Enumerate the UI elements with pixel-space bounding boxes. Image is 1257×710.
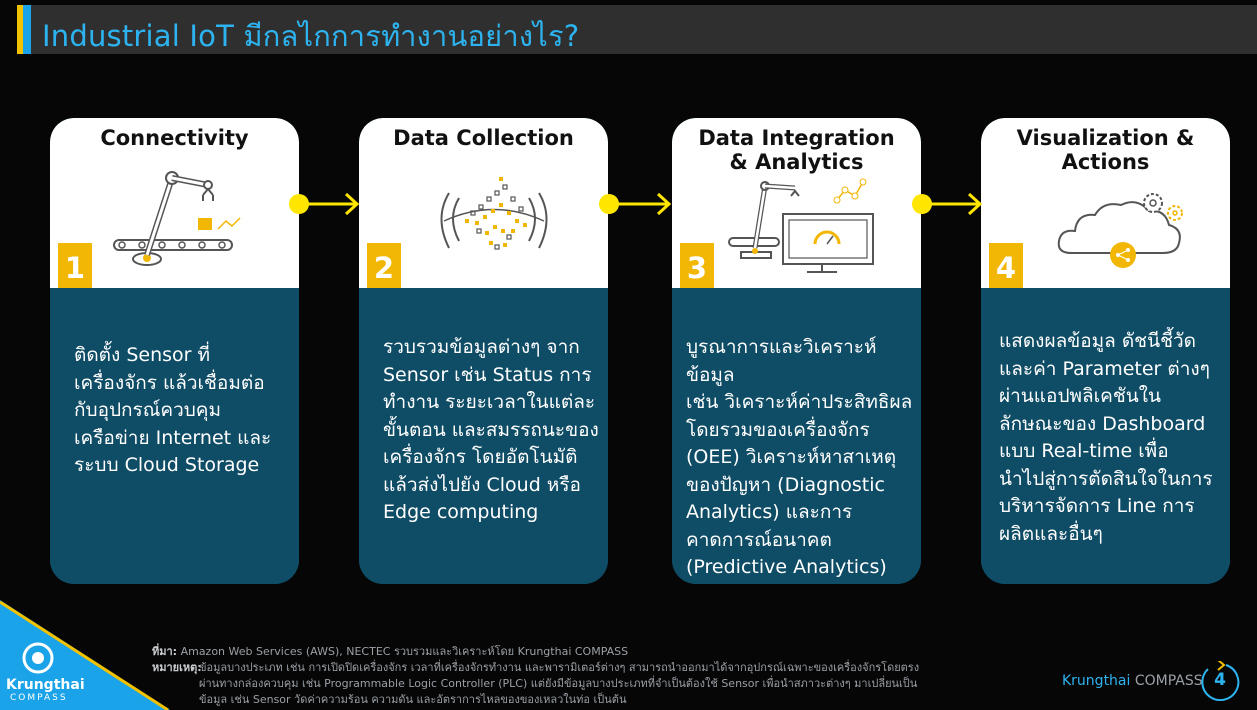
title-accent-blue	[23, 5, 31, 54]
card-header: Visualization & Actions 4	[981, 118, 1230, 288]
step-number-badge: 4	[989, 243, 1023, 288]
card-title: Connectivity	[100, 126, 249, 150]
card-body: บูรณาการและวิเคราะห์ข้อมูล เช่น วิเคราะห…	[672, 288, 921, 584]
card-title: Data Integration & Analytics	[698, 126, 895, 174]
step-card-visualization: Visualization & Actions 4 แสดงผลข้อมูล ด…	[981, 118, 1230, 584]
title-accent-yellow	[17, 5, 23, 54]
card-body: ติดตั้ง Sensor ที่ เครื่องจักร แล้วเชื่อ…	[50, 288, 299, 584]
card-header: Connectivity	[50, 118, 299, 288]
data-points-globe-icon	[419, 163, 569, 277]
connector-arrow-3	[912, 192, 983, 216]
card-body: รวบรวมข้อมูลต่างๆ จาก Sensor เช่น Status…	[359, 288, 608, 584]
brand-name-part1: Krungthai	[1062, 673, 1131, 689]
card-header: Data Collection	[359, 118, 608, 288]
title-bar: Industrial IoT มีกลไกการทำงานอย่างไร?	[17, 5, 1257, 54]
page-indicator-circle	[1201, 661, 1240, 701]
robot-arm-conveyor-icon	[100, 163, 260, 277]
logo-wordmark: Krungthai	[6, 677, 85, 693]
step-number-badge: 3	[680, 243, 714, 288]
step-description: แสดงผลข้อมูล ดัชนีชี้วัด และค่า Paramete…	[999, 330, 1213, 545]
step-card-data-integration: Data Integration & Analytics	[672, 118, 921, 584]
note-text: ข้อมูลบางประเภท เช่น การเปิดปิดเครื่องจั…	[199, 661, 920, 706]
page-title: Industrial IoT มีกลไกการทำงานอย่างไร?	[42, 19, 580, 53]
connector-arrow-1	[289, 192, 360, 216]
source-note: ที่มา: Amazon Web Services (AWS), NECTEC…	[152, 645, 1012, 658]
brand-name-part2: COMPASS	[1130, 673, 1203, 689]
source-text: Amazon Web Services (AWS), NECTEC รวบรวม…	[177, 645, 629, 658]
connector-arrow-2	[599, 192, 672, 216]
step-card-data-collection: Data Collection	[359, 118, 608, 584]
card-title: Visualization & Actions	[1016, 126, 1195, 174]
source-label: ที่มา:	[152, 645, 178, 658]
brand-name: Krungthai COMPASS	[1062, 673, 1203, 689]
step-card-connectivity: Connectivity	[50, 118, 299, 584]
step-description: บูรณาการและวิเคราะห์ข้อมูล เช่น วิเคราะห…	[686, 336, 913, 578]
robot-monitor-analytics-icon	[727, 178, 897, 282]
logo-subtext: COMPASS	[10, 693, 68, 703]
step-description: ติดตั้ง Sensor ที่ เครื่องจักร แล้วเชื่อ…	[74, 344, 272, 476]
step-description: รวบรวมข้อมูลต่างๆ จาก Sensor เช่น Status…	[383, 336, 599, 523]
step-number-badge: 2	[367, 243, 401, 288]
page-number: 4	[1214, 670, 1226, 690]
cloud-gears-share-icon	[1051, 183, 1191, 277]
step-number-badge: 1	[58, 243, 92, 288]
krungthai-logo	[0, 600, 170, 710]
card-title: Data Collection	[393, 126, 574, 150]
card-body: แสดงผลข้อมูล ดัชนีชี้วัด และค่า Paramete…	[981, 288, 1230, 584]
card-header: Data Integration & Analytics	[672, 118, 921, 288]
note-label: หมายเหตุ:	[152, 661, 202, 674]
